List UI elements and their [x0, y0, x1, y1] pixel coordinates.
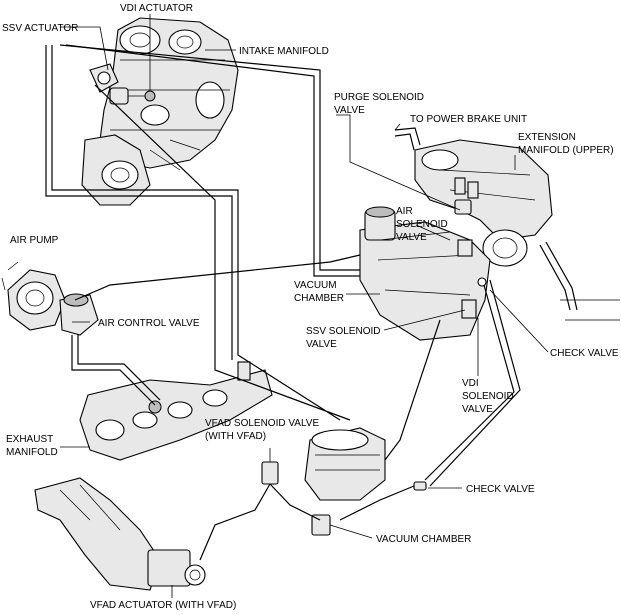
label-power-brake: TO POWER BRAKE UNIT	[410, 114, 527, 125]
extension-manifold-upper	[414, 139, 553, 267]
check-valve-lower-body	[413, 481, 427, 491]
vdi-actuator	[109, 87, 156, 105]
label-check-valve-upper: CHECK VALVE	[550, 348, 619, 359]
exhaust-manifold	[79, 361, 273, 461]
label-vfad-actuator: VFAD ACTUATOR (WITH VFAD)	[90, 600, 236, 611]
leader-air-solenoid	[415, 224, 451, 241]
ssv-actuator	[89, 63, 119, 93]
label-exhaust-manifold-line2: MANIFOLD	[6, 447, 58, 458]
label-air-control-valve: AIR CONTROL VALVE	[98, 318, 200, 329]
label-ssv-actuator: SSV ACTUATOR	[2, 23, 78, 34]
label-vdi-solenoid-line3: VALVE	[462, 404, 493, 415]
leader-check-valve-upper	[489, 289, 549, 353]
leader-vacuum-chamber-lower	[329, 524, 373, 539]
intake-manifold	[81, 17, 239, 206]
leader-ssv-solenoid	[383, 309, 466, 331]
vfad-solenoid-valve-body	[261, 461, 279, 485]
label-air-pump: AIR PUMP	[10, 235, 59, 246]
vacuum-hoses	[45, 44, 620, 561]
label-vdi-solenoid-line2: SOLENOID	[462, 391, 514, 402]
label-exhaust-manifold-line1: EXHAUST	[6, 434, 53, 445]
purge-solenoid-valve	[454, 199, 472, 215]
solenoid-cluster	[359, 206, 491, 341]
label-ssv-solenoid-line2: VALVE	[306, 339, 337, 350]
air-pump	[1, 261, 66, 331]
label-purge-solenoid-line1: PURGE SOLENOID	[334, 92, 424, 103]
label-vfad-solenoid-line1: VFAD SOLENOID VALVE	[205, 418, 319, 429]
label-vdi-solenoid-line1: VDI	[462, 378, 479, 389]
label-air-solenoid-line1: AIR	[396, 206, 413, 217]
label-vacuum-chamber-line2: CHAMBER	[294, 293, 344, 304]
label-vacuum-chamber-lower: VACUUM CHAMBER	[376, 534, 471, 545]
air-control-valve	[59, 293, 99, 336]
callout-labels: SSV ACTUATOR VDI ACTUATOR INTAKE MANIFOL…	[2, 3, 619, 611]
label-air-solenoid-line2: SOLENOID	[396, 219, 448, 230]
label-extension-manifold-line1: EXTENSION	[518, 132, 576, 143]
label-air-solenoid-line3: VALVE	[396, 232, 427, 243]
leader-purge-solenoid	[336, 114, 461, 211]
leader-power-brake-arrow	[394, 123, 401, 131]
intake-duct-lower	[34, 477, 161, 591]
vfad-actuator	[147, 549, 206, 587]
vacuum-chamber-lower-body	[304, 427, 386, 536]
label-intake-manifold: INTAKE MANIFOLD	[239, 46, 329, 57]
label-ssv-solenoid-line1: SSV SOLENOID	[306, 326, 380, 337]
leader-lines	[60, 14, 549, 598]
label-check-valve-lower: CHECK VALVE	[466, 484, 535, 495]
label-vfad-solenoid-line2: (WITH VFAD)	[205, 431, 266, 442]
leader-ssv-actuator	[60, 26, 109, 71]
label-extension-manifold-line2: MANIFOLD (UPPER)	[518, 145, 614, 156]
label-vdi-actuator: VDI ACTUATOR	[120, 3, 193, 14]
label-vacuum-chamber-line1: VACUUM	[294, 280, 337, 291]
label-purge-solenoid-line2: VALVE	[334, 105, 365, 116]
